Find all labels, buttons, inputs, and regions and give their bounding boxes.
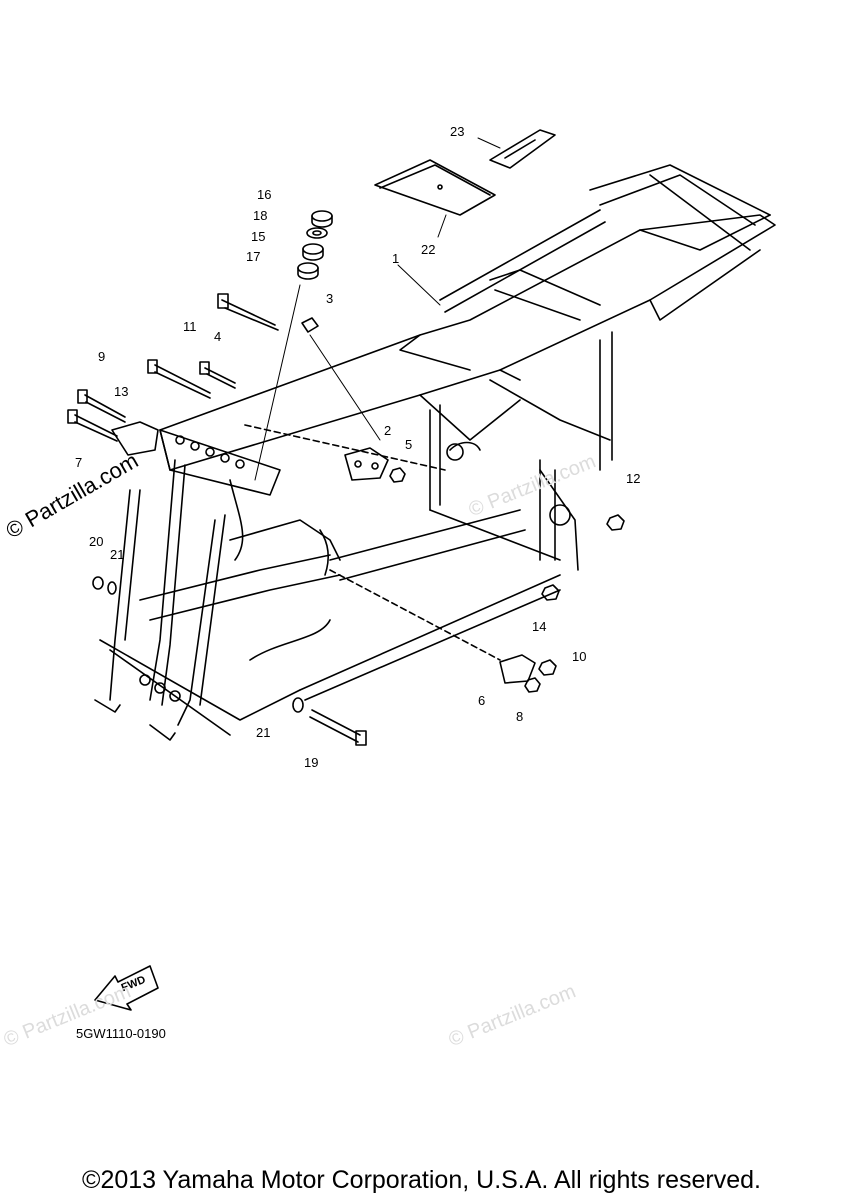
callout-4: 4 [214,329,222,344]
callout-6: 6 [478,693,486,708]
parts-hardware [67,129,625,746]
callout-18: 18 [253,208,268,223]
callout-5: 5 [405,437,413,452]
fwd-arrow-icon [94,965,159,1011]
frame-front-section [94,284,561,741]
diagram-code: 5GW1110-0190 [76,1026,166,1041]
callout-16: 16 [257,187,272,202]
callout-1: 1 [392,251,400,266]
copyright-text: ©2013 Yamaha Motor Corporation, U.S.A. A… [82,1166,761,1194]
callout-10: 10 [572,649,587,664]
callout-22: 22 [421,242,436,257]
callout-2: 2 [384,423,392,438]
callout-12: 12 [626,471,641,486]
callout-21b: 21 [256,725,271,740]
callout-23: 23 [450,124,465,139]
callout-19: 19 [304,755,319,770]
callout-21: 21 [110,547,125,562]
callout-17: 17 [246,249,261,264]
callout-14: 14 [532,619,547,634]
frame-main-body [159,164,776,571]
callout-15: 15 [251,229,266,244]
callout-11: 11 [183,319,197,334]
callout-13: 13 [114,384,129,399]
callout-3: 3 [326,291,334,306]
callout-7: 7 [75,455,83,470]
callout-20: 20 [89,534,104,549]
callout-8: 8 [516,709,524,724]
callout-9: 9 [98,349,106,364]
